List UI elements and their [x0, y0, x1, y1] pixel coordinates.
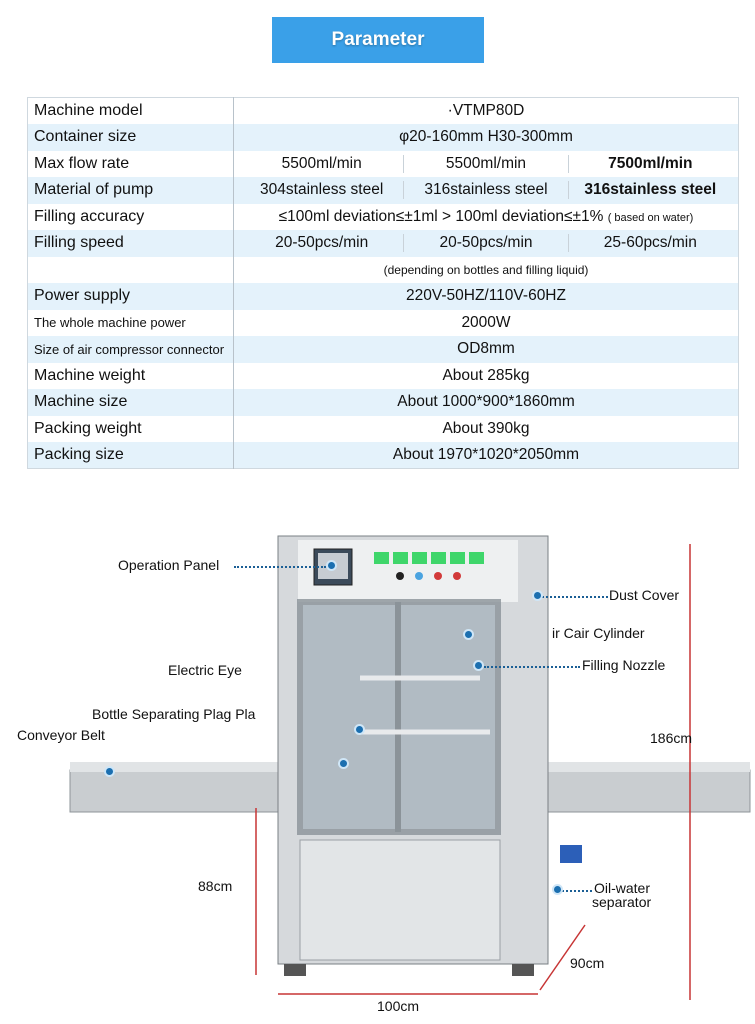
label-dust-cover: Dust Cover — [609, 587, 680, 603]
callout-line — [484, 666, 580, 668]
row-value: ·VTMP80D — [447, 102, 525, 119]
callout-dot — [104, 766, 115, 777]
row-label: Power supply — [27, 283, 234, 310]
row-value: 304stainless steel — [240, 181, 405, 200]
callout-dot — [552, 884, 563, 895]
label-air-cylinder: ir Cair Cylinder — [552, 625, 645, 641]
row-label: Machine size — [27, 389, 234, 416]
row-value: About 1970*1020*2050mm — [233, 442, 739, 469]
row-value: 5500ml/min — [240, 154, 405, 173]
row-value: 316stainless steel — [584, 181, 717, 199]
dimension-conveyor-height: 88cm — [198, 878, 233, 894]
machine-illustration — [69, 535, 751, 1000]
label-filling-nozzle: Filling Nozzle — [582, 657, 666, 673]
callout-dot — [326, 560, 337, 571]
row-value: ≤100ml deviation≤±1ml > 100ml deviation≤… — [278, 207, 604, 225]
table-row: (depending on bottles and filling liquid… — [27, 256, 739, 283]
label-electric-eye: Electric Eye — [168, 662, 242, 678]
callout-dot — [463, 629, 474, 640]
callout-line — [562, 890, 592, 892]
row-value: About 1000*900*1860mm — [233, 389, 739, 416]
row-note: (depending on bottles and filling liquid… — [383, 262, 589, 277]
row-label: Packing weight — [27, 415, 234, 442]
row-value: 20-50pcs/min — [404, 234, 569, 253]
row-label: Container size — [27, 124, 234, 151]
row-label: Size of air compressor connector — [27, 336, 234, 363]
row-label: Machine weight — [27, 362, 234, 389]
parameter-banner: Parameter — [272, 17, 484, 63]
row-label: Machine model — [27, 97, 234, 124]
row-label: Packing size — [27, 442, 234, 469]
label-conveyor-belt: Conveyor Belt — [17, 727, 105, 743]
row-value: About 390kg — [442, 419, 530, 437]
row-label: Material of pump — [27, 177, 234, 204]
row-value: φ20-160mm H30-300mm — [233, 124, 739, 151]
table-row: Machine model ·VTMP80D — [27, 97, 739, 124]
row-value: OD8mm — [233, 336, 739, 363]
row-value: About 285kg — [442, 366, 530, 384]
row-value: 220V-50HZ/110V-60HZ — [233, 283, 739, 310]
callout-dot — [532, 590, 543, 601]
row-note: ( based on water) — [607, 211, 694, 224]
row-value: 5500ml/min — [404, 154, 569, 173]
row-label: Filling speed — [27, 230, 234, 257]
label-operation-panel: Operation Panel — [118, 557, 220, 573]
table-row: The whole machine power 2000W — [27, 309, 739, 336]
table-row: Filling accuracy ≤100ml deviation≤±1ml > … — [27, 203, 739, 230]
table-row: Machine weight About 285kg — [27, 362, 739, 389]
row-label: The whole machine power — [27, 309, 234, 336]
row-value: 2000W — [461, 313, 511, 331]
table-row: Packing weight About 390kg — [27, 415, 739, 442]
dimension-width: 100cm — [377, 998, 420, 1014]
callout-line — [234, 566, 326, 568]
row-value: 316stainless steel — [404, 181, 569, 200]
row-label: Max flow rate — [27, 150, 234, 177]
callout-dot — [354, 724, 365, 735]
row-value: 7500ml/min — [608, 154, 693, 172]
row-label: Filling accuracy — [27, 203, 234, 230]
dimension-depth: 90cm — [570, 955, 605, 971]
label-bottle-separating-plate: Bottle Separating Plag Pla — [92, 706, 256, 722]
dimension-height: 186cm — [650, 730, 693, 746]
row-label-empty — [27, 256, 234, 283]
label-oil-water: Oil-water — [594, 880, 651, 896]
callout-line — [542, 596, 608, 598]
label-separator: separator — [592, 894, 652, 910]
row-value: 20-50pcs/min — [240, 234, 405, 253]
callout-dot — [338, 758, 349, 769]
machine-diagram: Operation Panel Dust Cover ir Cair Cylin… — [0, 500, 755, 1024]
callout-dot — [473, 660, 484, 671]
row-value: 25-60pcs/min — [603, 234, 697, 252]
